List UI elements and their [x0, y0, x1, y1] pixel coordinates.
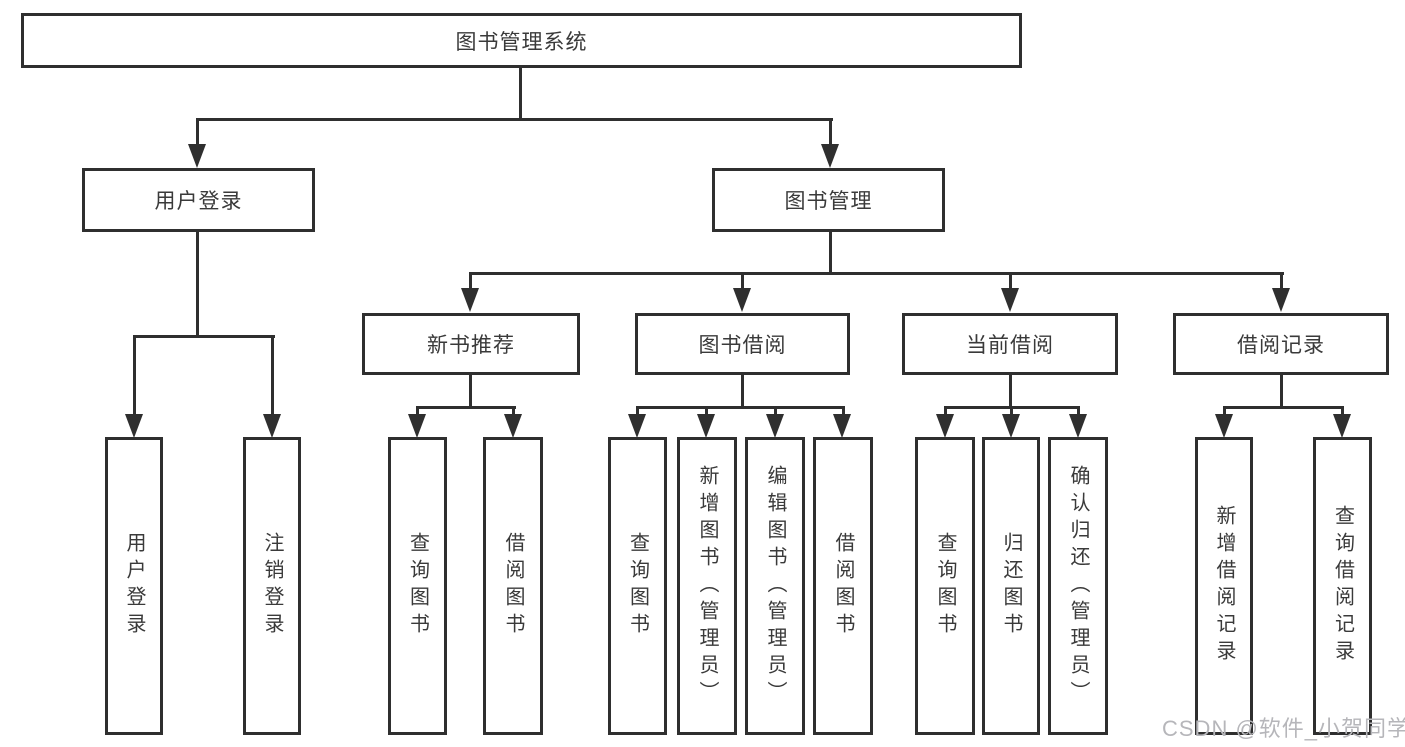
arrow-down-icon — [697, 414, 715, 438]
connector-line — [469, 274, 472, 290]
arrow-down-icon — [833, 414, 851, 438]
arrow-down-icon — [1215, 414, 1233, 438]
arrow-down-icon — [461, 288, 479, 312]
connector-line — [944, 408, 947, 416]
connector-line — [842, 408, 845, 416]
arrow-down-icon — [504, 414, 522, 438]
watermark: CSDN @软件_小贺同学 — [1162, 716, 1405, 741]
connector-line — [1223, 408, 1226, 416]
connector-line — [1280, 274, 1283, 290]
node-logout-leaf: 注销登录 — [243, 437, 301, 735]
connector-line — [196, 120, 199, 146]
node-borrowing-records: 借阅记录 — [1173, 313, 1389, 375]
arrow-down-icon — [188, 144, 206, 168]
connector-line — [1077, 408, 1080, 416]
arrow-down-icon — [766, 414, 784, 438]
arrow-down-icon — [1002, 414, 1020, 438]
connector-line — [741, 274, 744, 290]
node-add-book-admin-leaf: 新增图书（管理员） — [677, 437, 737, 735]
arrow-down-icon — [628, 414, 646, 438]
arrow-down-icon — [408, 414, 426, 438]
node-return-book-leaf: 归还图书 — [982, 437, 1040, 735]
node-book-management: 图书管理 — [712, 168, 945, 232]
arrow-down-icon — [733, 288, 751, 312]
connector-line — [1009, 274, 1012, 290]
connector-line — [196, 230, 199, 337]
node-query-book-leaf-2: 查询图书 — [608, 437, 667, 735]
arrow-down-icon — [1001, 288, 1019, 312]
connector-line — [469, 272, 1284, 275]
connector-line — [774, 408, 777, 416]
arrow-down-icon — [1272, 288, 1290, 312]
connector-line — [519, 66, 522, 120]
arrow-down-icon — [1069, 414, 1087, 438]
connector-line — [196, 118, 833, 121]
node-new-book-recommend: 新书推荐 — [362, 313, 580, 375]
node-borrow-book-leaf-2: 借阅图书 — [813, 437, 873, 735]
node-current-borrowing: 当前借阅 — [902, 313, 1118, 375]
node-user-login: 用户登录 — [82, 168, 315, 232]
node-library-management-system: 图书管理系统 — [21, 13, 1022, 68]
connector-line — [829, 230, 832, 274]
node-add-borrow-record-leaf: 新增借阅记录 — [1195, 437, 1253, 735]
connector-line — [829, 120, 832, 146]
connector-line — [636, 406, 845, 409]
arrow-down-icon — [821, 144, 839, 168]
arrow-down-icon — [1333, 414, 1351, 438]
node-query-book-leaf-1: 查询图书 — [388, 437, 447, 735]
connector-line — [271, 337, 274, 416]
connector-line — [741, 373, 744, 408]
node-borrow-book-leaf-1: 借阅图书 — [483, 437, 543, 735]
node-query-borrow-record-leaf: 查询借阅记录 — [1313, 437, 1372, 735]
connector-line — [1010, 408, 1013, 416]
connector-line — [1280, 373, 1283, 408]
connector-line — [1223, 406, 1344, 409]
connector-line — [133, 337, 136, 416]
connector-line — [512, 408, 515, 416]
connector-line — [705, 408, 708, 416]
connector-line — [636, 408, 639, 416]
connector-line — [133, 335, 275, 338]
connector-line — [944, 406, 1080, 409]
arrow-down-icon — [936, 414, 954, 438]
arrow-down-icon — [125, 414, 143, 438]
arrow-down-icon — [263, 414, 281, 438]
node-confirm-return-admin-leaf: 确认归还（管理员） — [1048, 437, 1108, 735]
node-edit-book-admin-leaf: 编辑图书（管理员） — [745, 437, 805, 735]
connector-line — [1341, 408, 1344, 416]
node-user-login-leaf: 用户登录 — [105, 437, 163, 735]
connector-line — [469, 373, 472, 408]
connector-line — [416, 408, 419, 416]
connector-line — [1009, 373, 1012, 408]
connector-line — [416, 406, 516, 409]
node-book-borrowing: 图书借阅 — [635, 313, 850, 375]
node-query-book-leaf-3: 查询图书 — [915, 437, 975, 735]
